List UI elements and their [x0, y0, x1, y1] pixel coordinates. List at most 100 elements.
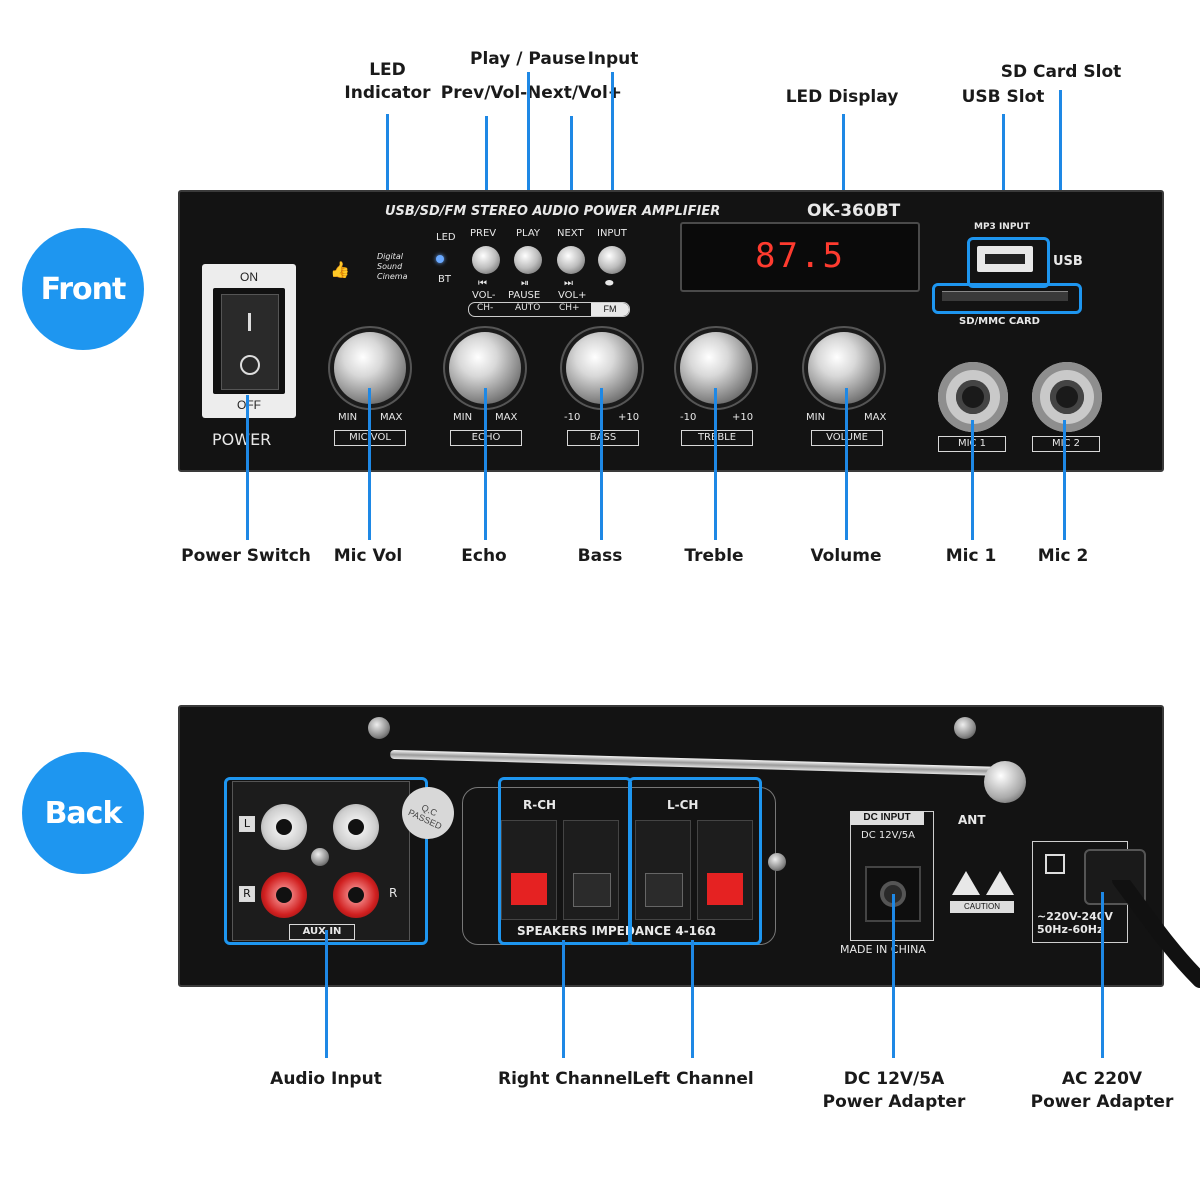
- caution-label: CAUTION: [950, 901, 1014, 913]
- callout-power-switch: Power Switch: [181, 546, 311, 566]
- ac-rating: ~220V-240V 50Hz-60Hz: [1037, 910, 1113, 936]
- aux-highlight: [224, 777, 428, 945]
- mic-vol-max: MAX: [380, 412, 403, 423]
- callout-led-indicator: LED Indicator: [344, 60, 431, 103]
- aux-r-left: R: [239, 886, 255, 902]
- line-echo: [484, 388, 487, 540]
- callout-mic-vol: Mic Vol: [333, 546, 403, 566]
- power-label: POWER: [212, 430, 272, 449]
- aux-right-red-bottom[interactable]: [333, 872, 379, 918]
- callout-mic2: Mic 2: [1037, 546, 1089, 566]
- callout-right-channel: Right Channel: [498, 1069, 633, 1089]
- volume-max: MAX: [864, 412, 887, 423]
- antenna-base: [984, 761, 1026, 803]
- treble-label: TREBLE: [681, 430, 753, 446]
- sd-card-label: SD/MMC CARD: [959, 316, 1040, 327]
- line-mic1: [971, 420, 974, 540]
- lch-positive-terminal[interactable]: [697, 820, 753, 920]
- line-input: [611, 72, 614, 228]
- next-button[interactable]: [557, 246, 585, 274]
- treble-max: +10: [732, 412, 754, 423]
- aux-r-right: R: [389, 886, 398, 900]
- aux-screw: [311, 848, 329, 866]
- made-in-china: MADE IN CHINA: [840, 943, 926, 956]
- btn-input-top: INPUT: [597, 228, 627, 239]
- callout-audio-input: Audio Input: [270, 1069, 382, 1089]
- callout-volume: Volume: [810, 546, 882, 566]
- play-pause-button[interactable]: [514, 246, 542, 274]
- callout-mic1: Mic 1: [945, 546, 997, 566]
- callout-echo: Echo: [461, 546, 507, 566]
- line-volume: [845, 388, 848, 540]
- rch-positive-terminal[interactable]: [501, 820, 557, 920]
- callout-ac-adapter: AC 220V Power Adapter: [1030, 1069, 1174, 1112]
- prev-button[interactable]: [472, 246, 500, 274]
- front-panel: USB/SD/FM STEREO AUDIO POWER AMPLIFIER O…: [178, 190, 1164, 472]
- callout-bass: Bass: [577, 546, 623, 566]
- digital-sound-logo: Digital Sound Cinema: [377, 252, 408, 281]
- treble-min: -10: [680, 412, 697, 423]
- plate-screw: [768, 853, 786, 871]
- aux-left-red-bottom[interactable]: [261, 872, 307, 918]
- callout-led-display: LED Display: [785, 87, 899, 107]
- warning-icon-general: [986, 871, 1014, 895]
- line-led-indicator: [386, 114, 389, 231]
- line-sd-card: [1059, 90, 1062, 284]
- panel-header: USB/SD/FM STEREO AUDIO POWER AMPLIFIER: [385, 204, 721, 219]
- power-switch-bezel: ON OFF: [202, 264, 296, 418]
- lch-negative-terminal[interactable]: [635, 820, 691, 920]
- mp3-input-label: MP3 INPUT: [974, 222, 1030, 232]
- ac-cable: [1112, 880, 1200, 988]
- input-button[interactable]: [598, 246, 626, 274]
- line-usb-slot: [1002, 114, 1005, 238]
- aux-right-white-top[interactable]: [333, 804, 379, 850]
- echo-min: MIN: [453, 412, 473, 423]
- ant-label: ANT: [958, 813, 986, 827]
- bt-label: BT: [438, 274, 451, 285]
- line-audio-input: [325, 930, 328, 1058]
- usb-slot-highlight: [967, 237, 1050, 288]
- btn-input-sym: ⬬: [605, 278, 614, 289]
- antenna-rod: [390, 749, 1005, 776]
- model-name: OK-360BT: [807, 201, 901, 221]
- line-treble: [714, 388, 717, 540]
- bass-max: +10: [618, 412, 640, 423]
- aux-left-white-top[interactable]: [261, 804, 307, 850]
- speakers-impedance-label: SPEAKERS IMPEDANCE 4-16Ω: [517, 924, 716, 938]
- lch-label: L-CH: [667, 798, 699, 812]
- double-insulation-icon: [1045, 854, 1065, 874]
- top-screw-right: [954, 717, 976, 739]
- aux-l-left: L: [239, 816, 255, 832]
- aux-in-label: AUX IN: [289, 924, 355, 940]
- band-ch-minus: CH-: [477, 303, 494, 313]
- line-power-switch: [246, 395, 249, 540]
- usb-slot[interactable]: [977, 246, 1033, 272]
- bass-label: BASS: [567, 430, 639, 446]
- rch-negative-clip: [573, 873, 611, 907]
- callout-input: Input: [587, 49, 639, 69]
- callout-prev-vol: Prev/Vol-: [440, 83, 528, 103]
- line-right-channel: [562, 940, 565, 1058]
- dc-input-label: DC INPUT: [850, 811, 924, 825]
- speaker-plate: R-CH L-CH SPEAKERS IMPEDANCE 4-16Ω: [462, 787, 776, 945]
- caution-block: CAUTION: [946, 867, 1020, 933]
- volume-knob[interactable]: [808, 332, 880, 404]
- on-mark: [248, 313, 251, 331]
- sd-slot-highlight: [932, 283, 1082, 314]
- sd-card-slot[interactable]: [942, 291, 1068, 301]
- line-mic-vol: [368, 388, 371, 540]
- power-switch[interactable]: [213, 288, 285, 394]
- line-play: [527, 72, 530, 228]
- off-label: OFF: [237, 398, 261, 412]
- mic2-jack[interactable]: [1032, 362, 1102, 432]
- callout-dc-adapter: DC 12V/5A Power Adapter: [822, 1069, 966, 1112]
- callout-sd-card-slot: SD Card Slot: [1000, 62, 1122, 82]
- led-display: 87.5: [680, 222, 920, 292]
- line-dc-adapter: [892, 894, 895, 1058]
- callout-usb-slot: USB Slot: [961, 87, 1045, 107]
- qc-text: Q.C PASSED: [406, 802, 444, 832]
- rch-negative-terminal[interactable]: [563, 820, 619, 920]
- usb-label: USB: [1053, 254, 1083, 269]
- callout-play-pause: Play / Pause: [470, 49, 586, 69]
- led-label: LED: [436, 232, 456, 243]
